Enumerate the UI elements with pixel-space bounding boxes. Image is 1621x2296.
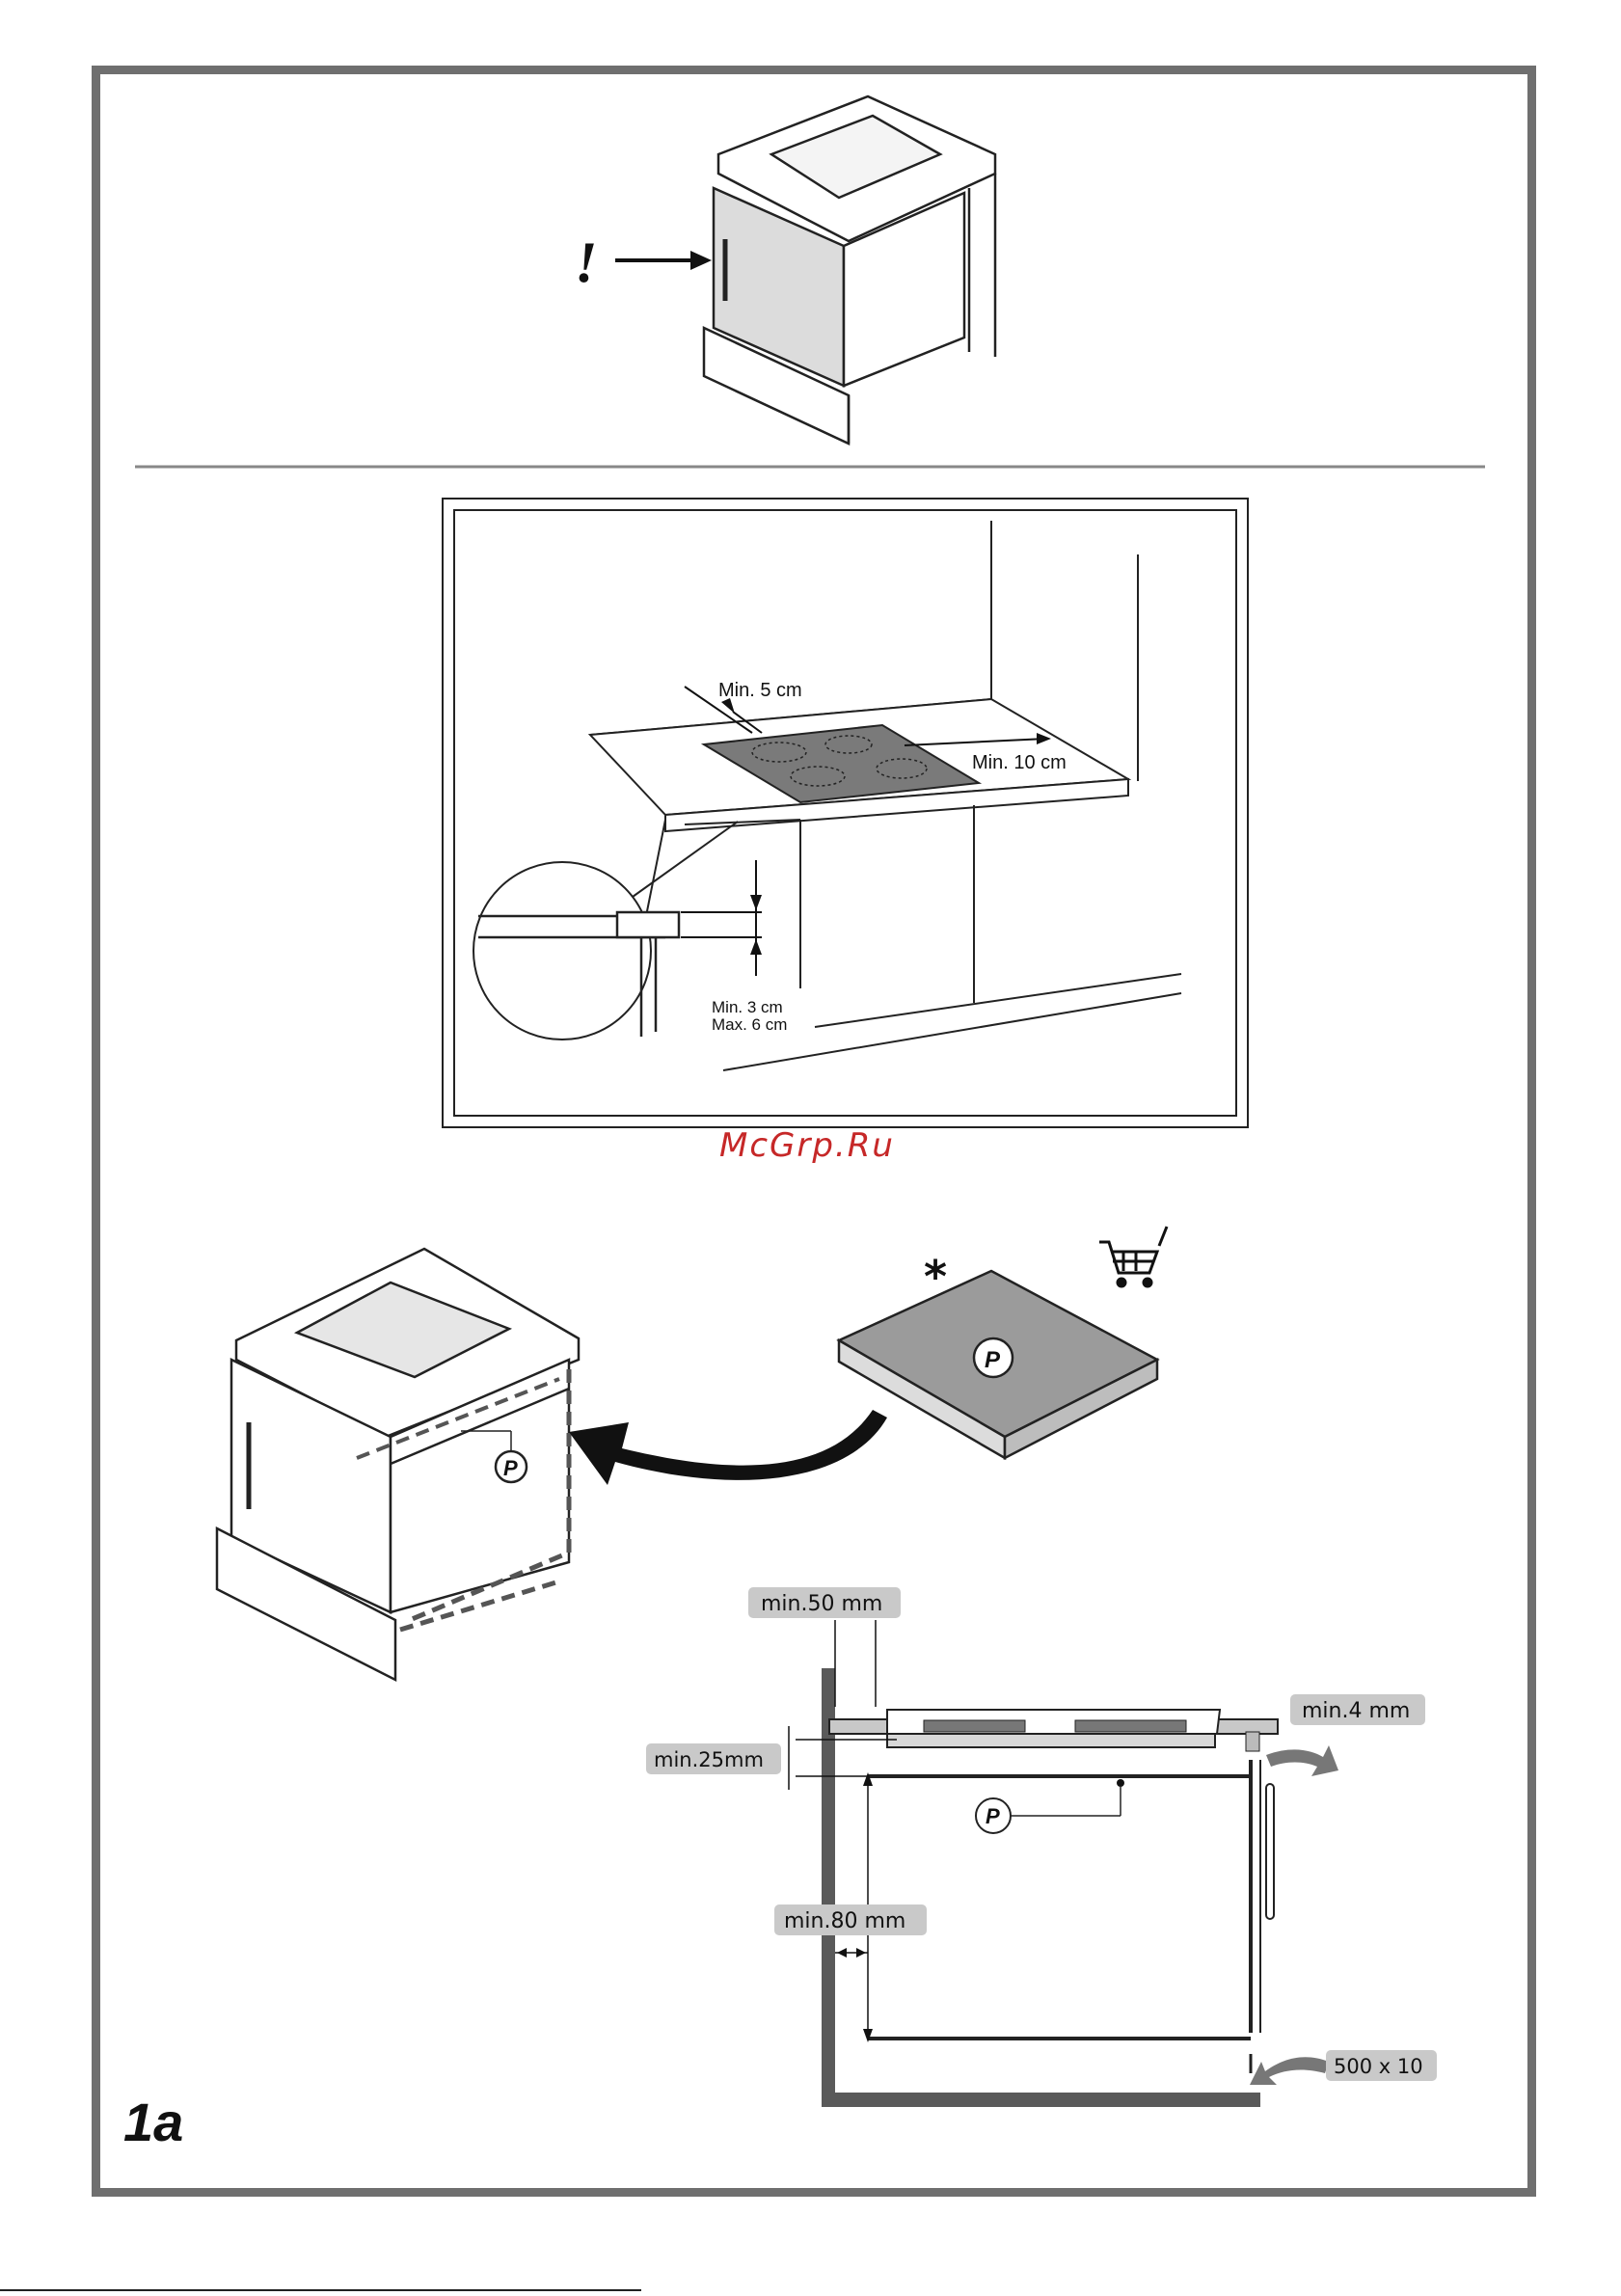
warning-mark: ! (575, 230, 597, 294)
label-min-50mm: min.50 mm (748, 1587, 901, 1618)
label-vent-size: 500 x 10 (1326, 2050, 1437, 2081)
label-min-25mm: min.25mm (646, 1743, 781, 1774)
optional-asterisk: * (924, 1251, 947, 1303)
label-min-4mm-text: min.4 mm (1302, 1699, 1410, 1723)
panel-badge-p-section: P (986, 1804, 1000, 1828)
label-min-4mm: min.4 mm (1290, 1694, 1425, 1725)
label-min-25mm-text: min.25mm (654, 1748, 764, 1771)
label-min-80mm-text: min.80 mm (784, 1909, 905, 1933)
arrow-to-door-icon (615, 251, 712, 270)
separator-panel-illustration (217, 1249, 579, 1680)
panel-badge-p-loose: P (985, 1347, 1001, 1373)
cabinet-door-illustration (704, 96, 995, 444)
footer-rule (0, 2289, 641, 2291)
watermark: McGrp.Ru (719, 1126, 895, 1165)
label-min-3cm: Min. 3 cm (712, 998, 783, 1016)
curved-arrow-icon (569, 1410, 887, 1485)
label-min-80mm: min.80 mm (774, 1904, 927, 1935)
label-max-6cm: Max. 6 cm (712, 1015, 787, 1034)
cross-section-diagram (789, 1620, 1338, 2107)
shopping-cart-icon (1099, 1227, 1167, 1286)
label-min-50mm-text: min.50 mm (761, 1592, 882, 1616)
label-vent-size-text: 500 x 10 (1334, 2055, 1423, 2078)
label-min-5cm: Min. 5 cm (718, 680, 802, 701)
panel-badge-p-cabinet: P (503, 1456, 518, 1480)
figure-label: 1a (123, 2091, 183, 2153)
label-min-10cm: Min. 10 cm (972, 752, 1067, 773)
hob-clearance-panel (443, 499, 1248, 1127)
